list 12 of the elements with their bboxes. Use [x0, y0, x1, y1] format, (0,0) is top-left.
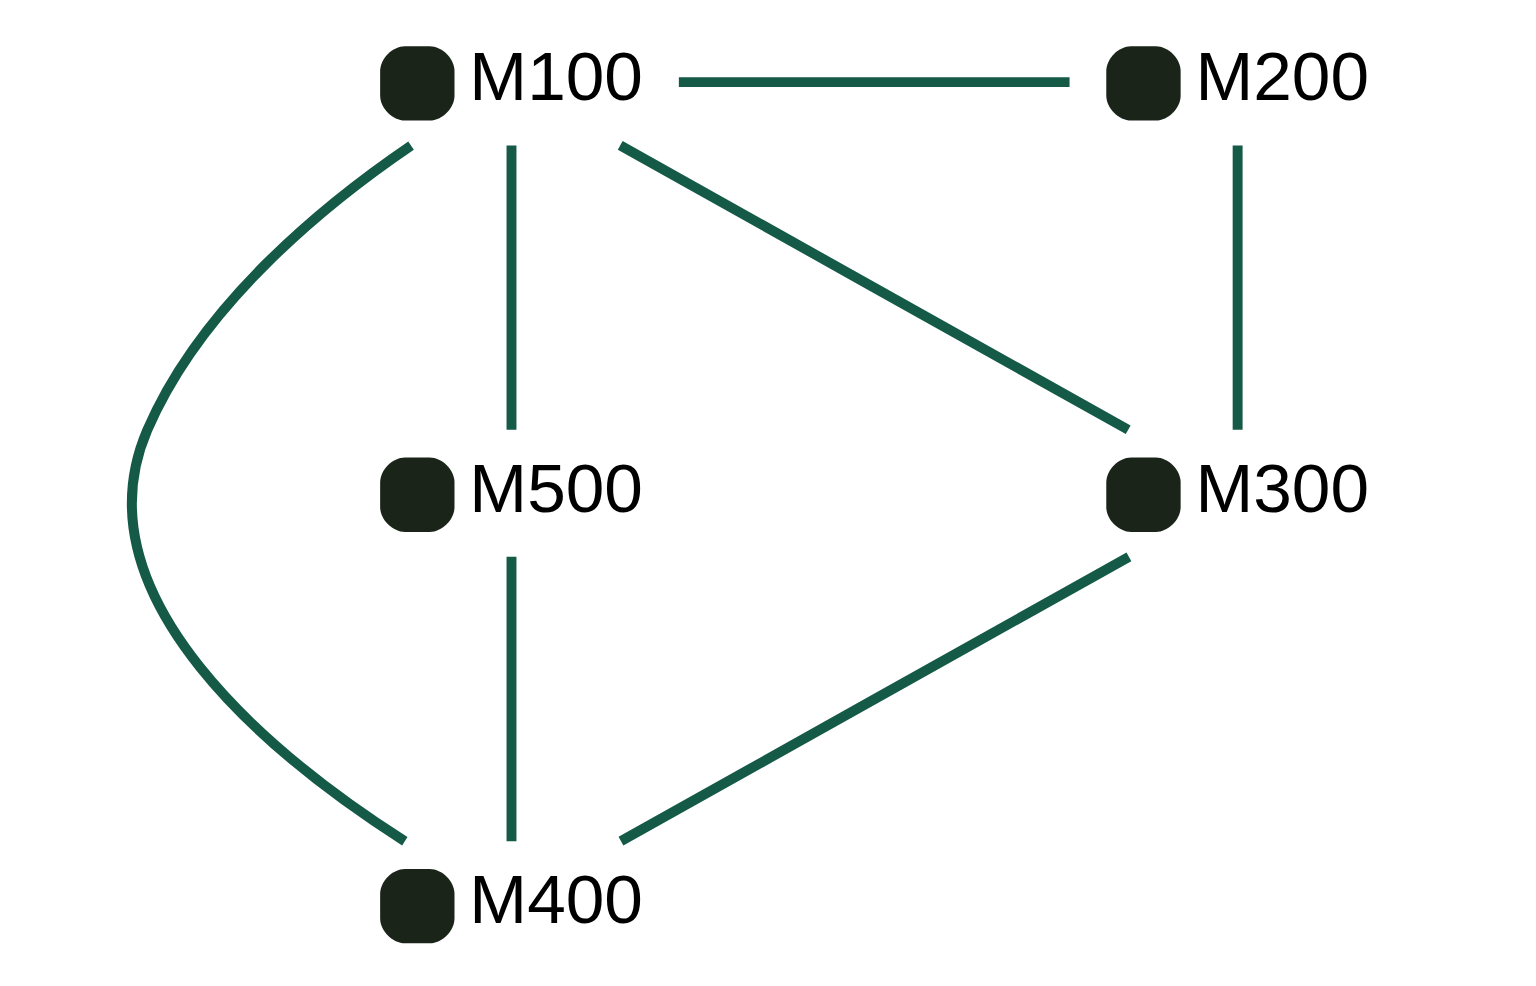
connector — [127, 141, 414, 845]
connector — [618, 552, 1132, 845]
connector — [1232, 144, 1243, 430]
node-label: M500 — [469, 448, 643, 527]
connector — [506, 144, 517, 430]
node-label: M400 — [469, 859, 643, 938]
connector — [678, 76, 1070, 87]
connector — [506, 556, 517, 841]
connector — [617, 140, 1131, 434]
node-label: M200 — [1195, 36, 1370, 115]
node-label: M300 — [1195, 448, 1370, 527]
node-label: M100 — [469, 36, 643, 115]
